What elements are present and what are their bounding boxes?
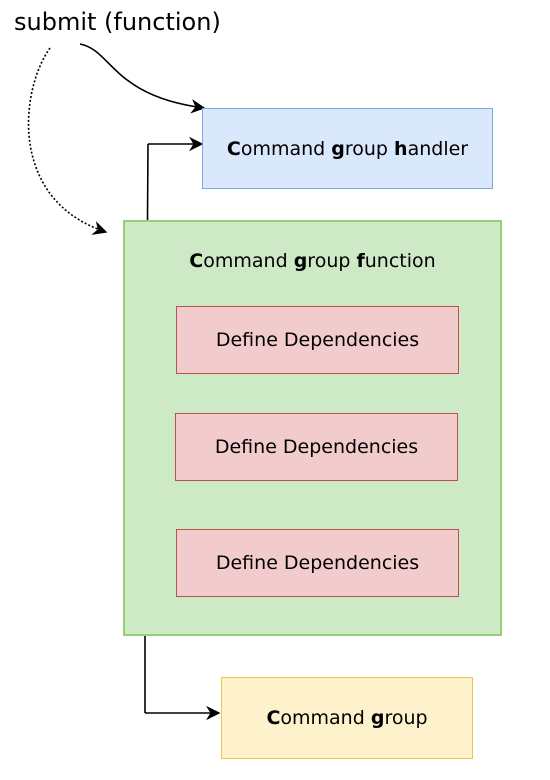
define-dependencies-label: Define Dependencies xyxy=(215,329,420,351)
command-group-function-label: Command group function xyxy=(189,250,436,272)
command-group-box: Command group xyxy=(221,677,473,759)
submit-to-function-dotted-arrow xyxy=(27,47,108,235)
command-group-handler-label: Command group handler xyxy=(226,137,469,160)
define-dependencies-label: Define Dependencies xyxy=(214,436,419,458)
define-dependencies-box-3: Define Dependencies xyxy=(176,529,459,597)
submit-function-label: submit (function) xyxy=(14,8,221,36)
submit-to-handler-arrow xyxy=(79,43,206,114)
command-group-handler-box: Command group handler xyxy=(202,108,493,189)
define-dependencies-label: Define Dependencies xyxy=(215,552,420,574)
command-group-label: Command group xyxy=(266,707,428,729)
define-dependencies-box-1: Define Dependencies xyxy=(176,306,459,374)
define-dependencies-box-2: Define Dependencies xyxy=(175,413,458,481)
